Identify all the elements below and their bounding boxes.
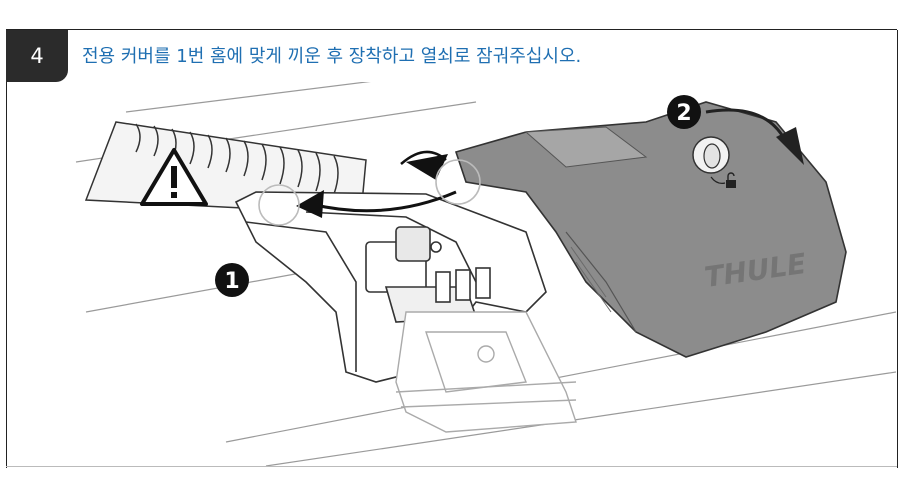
installation-illustration: THULE bbox=[75, 82, 896, 466]
key-icon bbox=[692, 136, 730, 174]
warning-triangle-icon bbox=[140, 148, 208, 206]
step-number: 4 bbox=[30, 44, 44, 68]
step-frame bbox=[6, 30, 898, 468]
bottom-rule bbox=[6, 466, 897, 467]
top-rule bbox=[6, 29, 897, 30]
foot-bracket bbox=[234, 191, 547, 383]
callout-1-label: 1 bbox=[224, 269, 239, 294]
rotate-arrow-icon bbox=[705, 108, 804, 165]
slot-highlight-1 bbox=[258, 184, 300, 226]
callout-2-label: 2 bbox=[676, 101, 691, 126]
step-number-badge: 4 bbox=[6, 30, 68, 82]
callout-1: 1 bbox=[215, 263, 249, 297]
lock-icon bbox=[710, 172, 736, 188]
callout-2: 2 bbox=[667, 95, 701, 129]
step-instruction: 전용 커버를 1번 홈에 맞게 끼운 후 장착하고 열쇠로 잠궈주십시오. bbox=[82, 46, 582, 67]
clamp-pad bbox=[395, 311, 577, 433]
slot-highlight-2 bbox=[435, 159, 481, 205]
